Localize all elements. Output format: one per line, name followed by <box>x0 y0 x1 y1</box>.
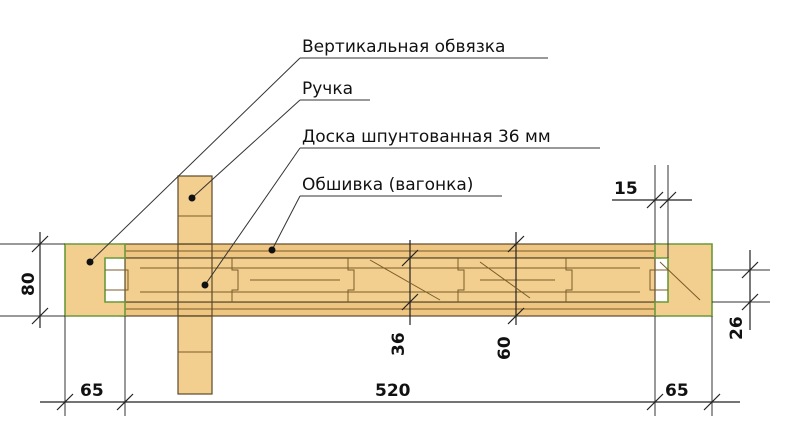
dim-65-right: 65 <box>665 381 689 401</box>
handle-bottom <box>177 315 213 395</box>
dim-80: 80 <box>19 272 39 296</box>
label-cladding: Обшивка (вагонка) <box>302 175 473 195</box>
dim-36: 36 <box>389 332 409 356</box>
dim-26: 26 <box>727 316 747 340</box>
left-stile <box>64 243 126 317</box>
dim-15: 15 <box>614 179 638 199</box>
label-vertical-frame: Вертикальная обвязка <box>302 37 505 57</box>
dim-60: 60 <box>495 336 515 360</box>
handle-top <box>177 175 213 245</box>
label-tongue-board: Доска шпунтованная 36 мм <box>302 127 551 147</box>
dim-520: 520 <box>375 381 411 401</box>
dim-65-left: 65 <box>80 381 104 401</box>
right-stile <box>654 243 713 317</box>
core-boards <box>124 257 656 303</box>
label-handle: Ручка <box>302 79 353 99</box>
